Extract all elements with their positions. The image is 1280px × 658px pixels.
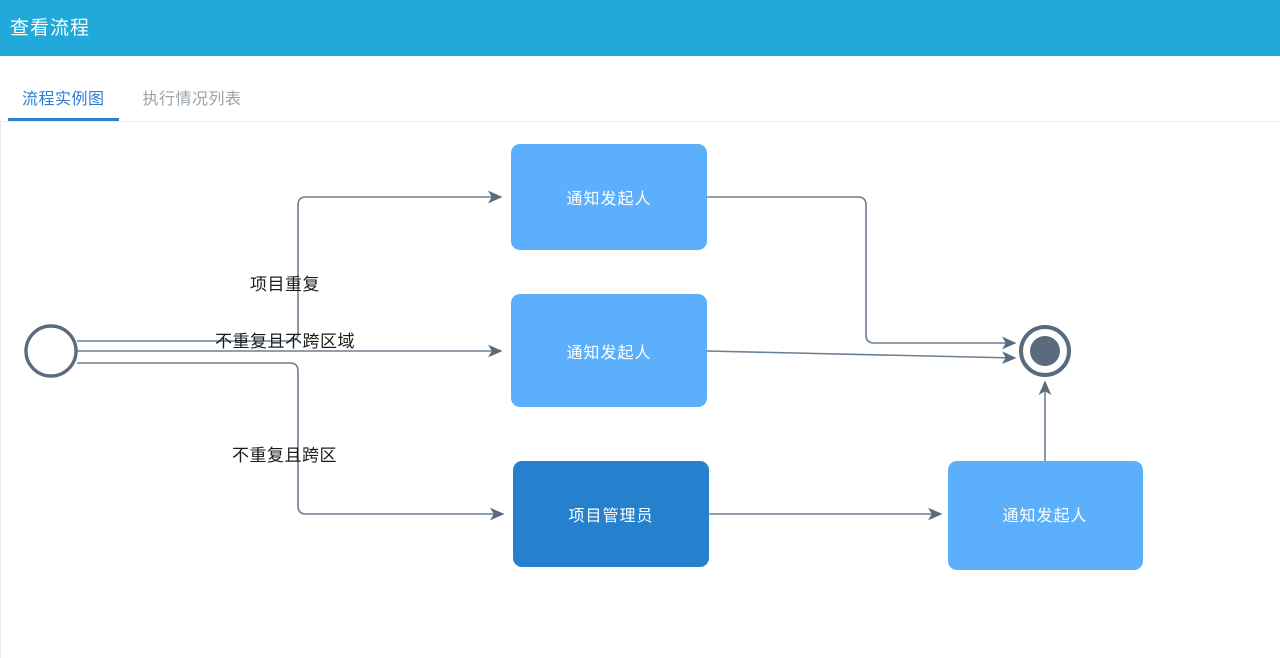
edge-label-duplicate: 项目重复	[250, 275, 320, 294]
connector-group	[77, 190, 1052, 521]
task-node-label: 通知发起人	[566, 190, 651, 208]
task-notify-2[interactable]: 通知发起人	[511, 294, 707, 407]
task-node-label: 通知发起人	[566, 344, 651, 362]
tab-process-instance-diagram[interactable]: 流程实例图	[8, 91, 121, 121]
connector-notify-2-to-end[interactable]	[706, 350, 1017, 365]
tab-label: 流程实例图	[22, 91, 105, 108]
task-notify-1[interactable]: 通知发起人	[511, 144, 707, 250]
page-header: 查看流程	[0, 0, 1280, 56]
edge-label-no-dup-same-region: 不重复且不跨区域	[215, 332, 355, 351]
task-notify-3[interactable]: 通知发起人	[948, 461, 1143, 570]
tab-execution-list[interactable]: 执行情况列表	[143, 92, 258, 121]
connector-start-to-notify-1[interactable]	[77, 190, 503, 342]
start-event[interactable]	[24, 324, 78, 378]
connector-start-to-project-admin[interactable]	[77, 362, 505, 521]
task-node-label: 通知发起人	[1002, 507, 1087, 525]
process-diagram-canvas[interactable]: 通知发起人 通知发起人 项目管理员 通知发起人 项目重复 不重复且不跨区域 不重…	[0, 121, 1280, 658]
tab-bar: 流程实例图 执行情况列表	[0, 56, 1280, 121]
task-project-admin[interactable]: 项目管理员	[513, 461, 709, 567]
edge-label-no-dup-cross-region: 不重复且跨区	[232, 446, 337, 465]
connector-notify-1-to-end[interactable]	[707, 196, 1017, 350]
page-title: 查看流程	[10, 17, 91, 39]
tab-label: 执行情况列表	[142, 91, 242, 108]
end-event[interactable]	[1019, 325, 1071, 377]
task-node-label: 项目管理员	[568, 507, 653, 525]
